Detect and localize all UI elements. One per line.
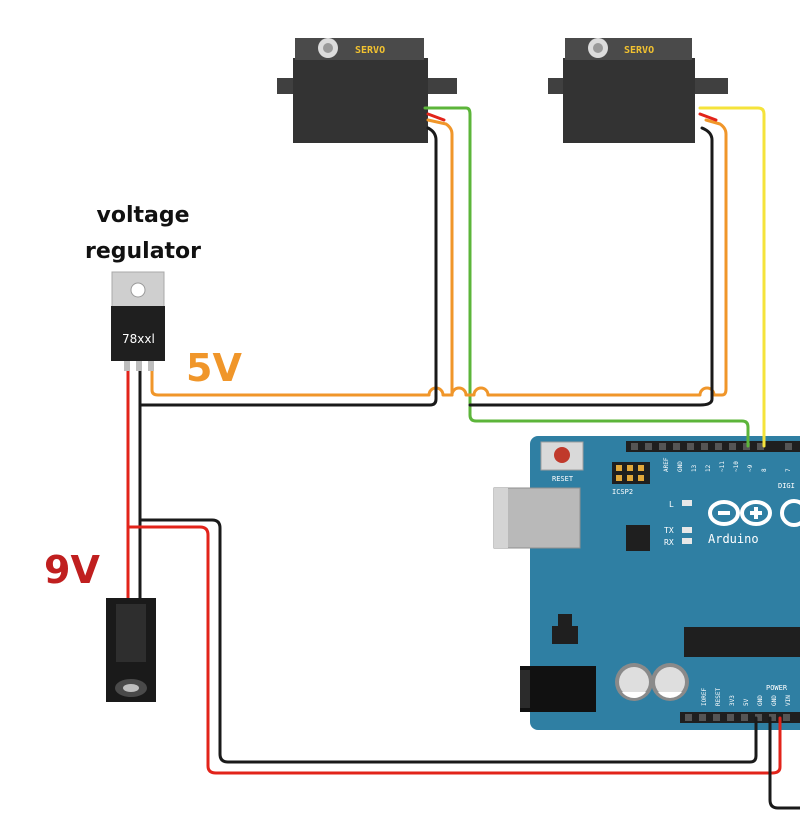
- dc-barrel-jack: [106, 598, 156, 702]
- usb-chip: [626, 525, 650, 551]
- servo-1: SERVO: [277, 38, 457, 143]
- led-tx-label: TX: [664, 526, 674, 535]
- pin-label-gnd-top: GND: [677, 461, 684, 472]
- pin-label-8: 8: [761, 468, 768, 472]
- pin-label-10: ~10: [733, 461, 740, 472]
- led-l-label: L: [669, 500, 674, 509]
- usb-connector: [493, 487, 581, 549]
- regulator-title-line2: regulator: [85, 239, 201, 264]
- servo-2: SERVO: [548, 38, 728, 143]
- pin-label-reset: RESET: [715, 688, 722, 706]
- reset-label: RESET: [552, 475, 574, 483]
- arduino-brand: Arduino: [708, 532, 759, 546]
- pin-label-ioref: IOREF: [701, 688, 708, 706]
- wire-black-offscreen: [768, 716, 800, 810]
- pin-label-9: ~9: [747, 464, 754, 472]
- pin-label-gnd-2: GND: [771, 695, 778, 706]
- reset-button[interactable]: [540, 441, 584, 471]
- led-rx-label: RX: [664, 538, 674, 547]
- arduino-logo-icon: [708, 499, 800, 527]
- power-label: POWER: [766, 684, 788, 692]
- icsp-label: ICSP2: [612, 488, 633, 496]
- wire-red-9v: [126, 366, 782, 775]
- voltage-label-5v: 5V: [186, 346, 242, 390]
- servo-1-label: SERVO: [355, 45, 385, 56]
- pin-label-5v: 5V: [743, 698, 750, 706]
- main-chip: [684, 627, 800, 657]
- pin-label-7: 7: [785, 468, 792, 472]
- wire-orange-5v: [150, 118, 728, 397]
- wire-yellow-signal: [698, 106, 766, 448]
- pin-label-3v3: 3V3: [729, 695, 736, 706]
- pin-label-aref: AREF: [663, 457, 670, 472]
- pin-label-vin: VIN: [785, 695, 792, 706]
- capacitor-1: [615, 663, 653, 701]
- wire-orange-servo1: [426, 118, 454, 397]
- power-header: [680, 712, 800, 723]
- digital-header: [626, 441, 800, 452]
- wire-black-ground: [138, 126, 714, 602]
- voltage-label-9v: 9V: [44, 548, 100, 592]
- pin-label-13: 13: [691, 464, 698, 472]
- wire-black-board-gnd: [138, 518, 758, 764]
- capacitor-2: [651, 663, 689, 701]
- wire-green-signal: [423, 106, 750, 448]
- voltage-regulator: 78xxl: [111, 271, 165, 371]
- digital-label: DIGI: [778, 482, 795, 490]
- icsp-header: [612, 462, 650, 484]
- pin-label-11: ~11: [719, 461, 726, 472]
- voltage-regulator-chip: [552, 614, 578, 644]
- arduino-board: RESET ICSP2 AREF GND 13 12 ~11: [493, 436, 800, 730]
- wire-red-servo1: [426, 112, 446, 122]
- servo-2-label: SERVO: [624, 45, 654, 56]
- pin-label-12: 12: [705, 464, 712, 472]
- wire-red-servo2: [698, 112, 718, 122]
- pin-label-gnd-1: GND: [757, 695, 764, 706]
- regulator-title-line1: voltage: [96, 203, 189, 228]
- regulator-part-number: 78xxl: [122, 332, 155, 346]
- board-barrel-jack: [520, 666, 596, 712]
